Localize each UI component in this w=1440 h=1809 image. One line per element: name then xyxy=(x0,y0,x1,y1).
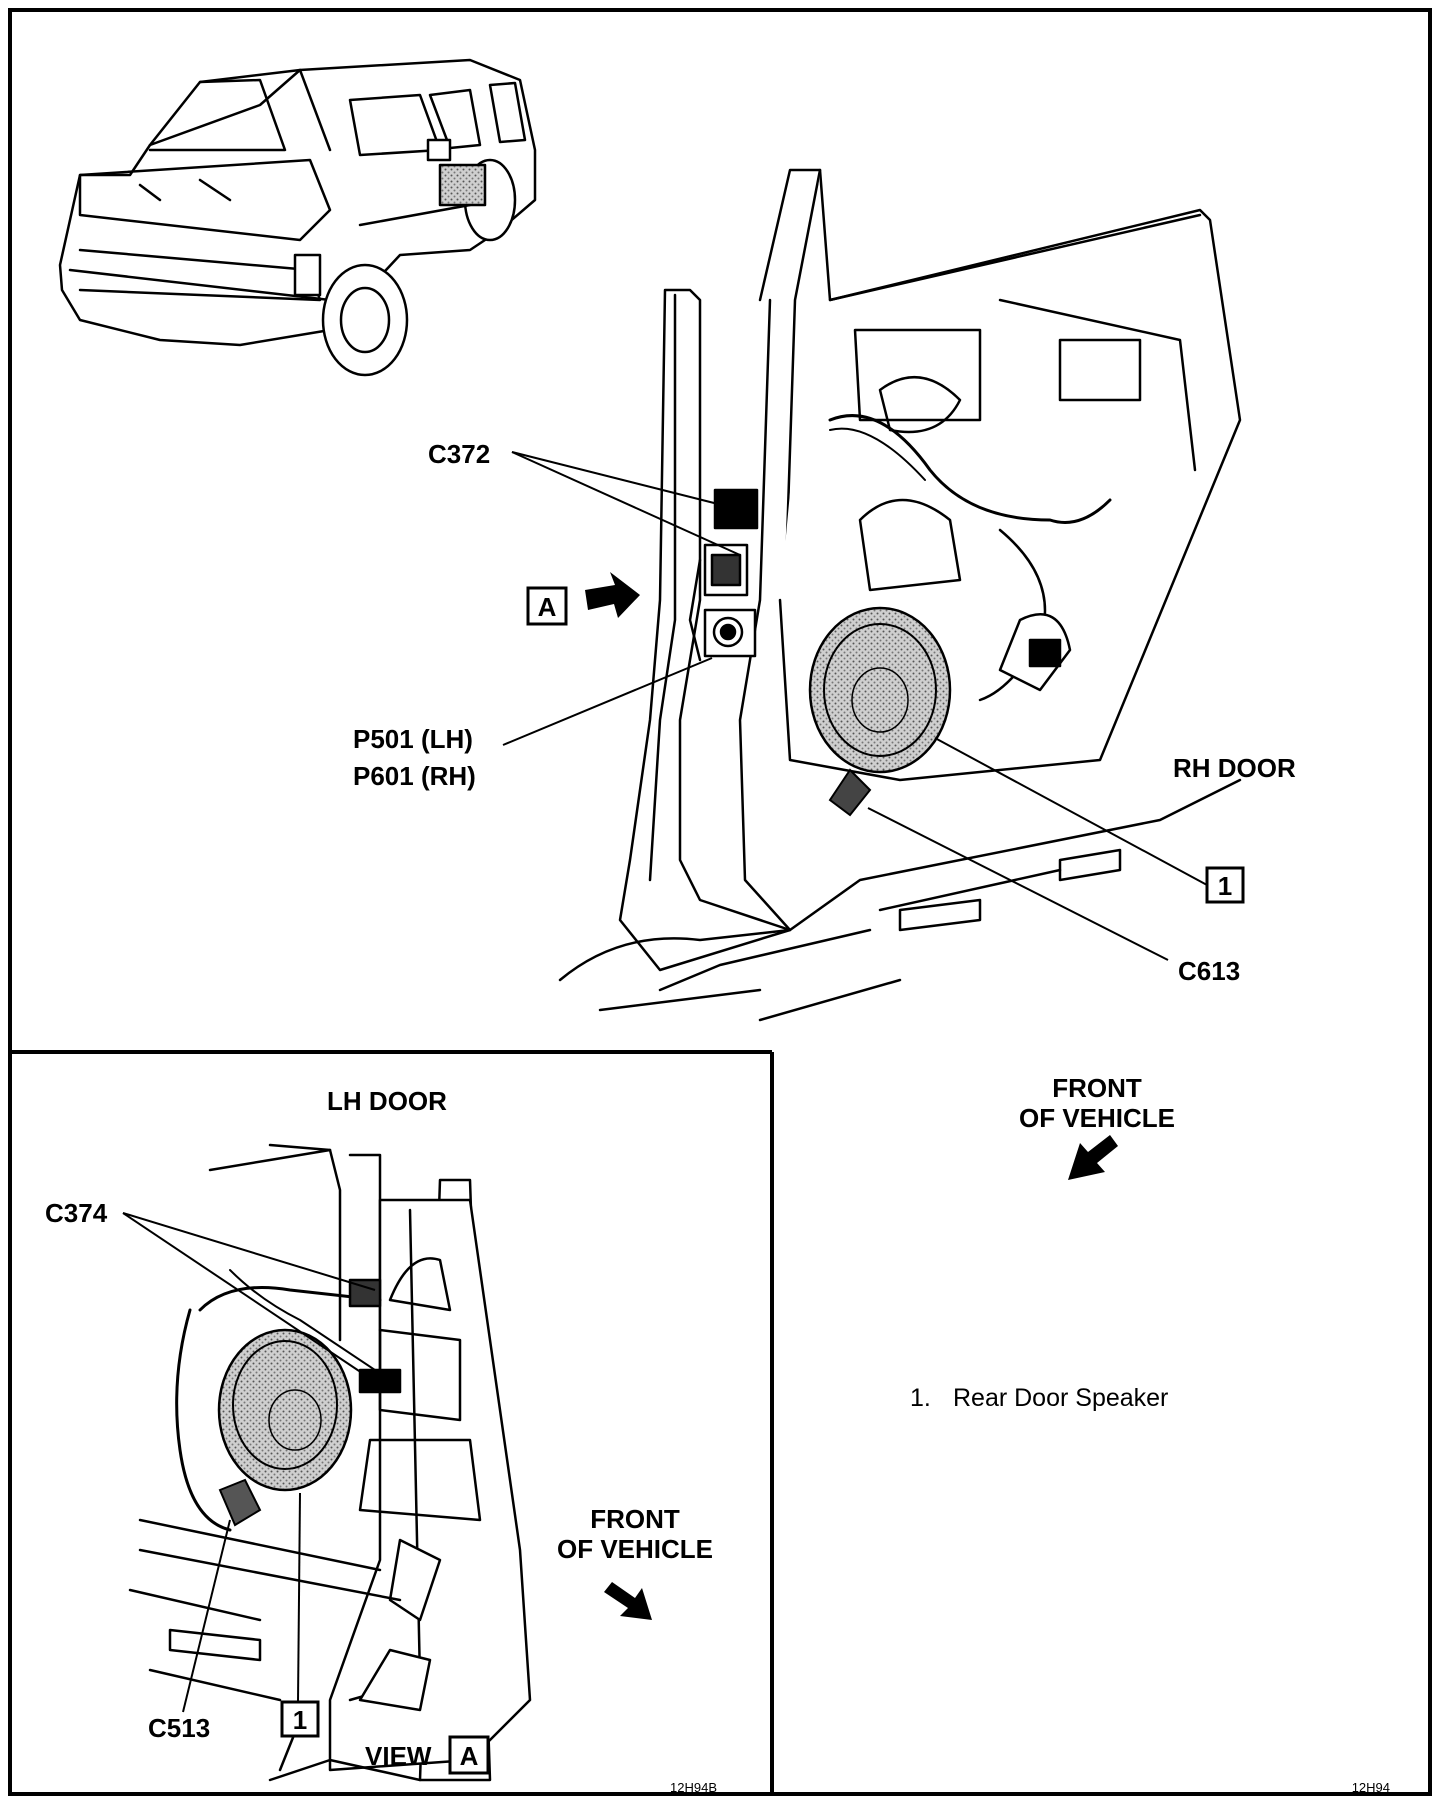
front-of-vehicle-lh-line2: OF VEHICLE xyxy=(557,1534,713,1564)
c513-connector xyxy=(218,1478,262,1527)
lh-door-illustration xyxy=(128,1143,532,1782)
leader-c372-b xyxy=(511,451,741,556)
leader-c372-a xyxy=(511,451,723,506)
view-a-marker: A xyxy=(526,572,640,626)
leader-c513 xyxy=(182,1519,231,1713)
leader-c374-a xyxy=(122,1212,376,1291)
legend-item-text: Rear Door Speaker xyxy=(953,1384,1168,1412)
svg-text:1: 1 xyxy=(1218,871,1232,901)
rh-door-illustration xyxy=(558,168,1242,1022)
label-p501: P501 (LH) xyxy=(353,724,473,754)
figure-id-rh: 12H94 xyxy=(1352,1780,1390,1795)
label-c513: C513 xyxy=(148,1713,210,1743)
front-of-vehicle-lh-line1: FRONT xyxy=(590,1504,680,1534)
view-a-marker-label: A xyxy=(538,592,557,622)
svg-text:A: A xyxy=(460,1741,479,1771)
lh-rear-door-speaker xyxy=(217,1328,353,1527)
leader-p501-p601 xyxy=(502,657,713,746)
legend: 1. Rear Door Speaker xyxy=(910,1384,1168,1412)
callout-1-rh: 1 xyxy=(1205,866,1245,904)
rh-rear-door-speaker xyxy=(808,606,952,817)
c613-connector xyxy=(828,768,872,817)
label-view: VIEW xyxy=(365,1741,432,1771)
label-c374: C374 xyxy=(45,1198,108,1228)
front-of-vehicle-rh-line1: FRONT xyxy=(1052,1073,1142,1103)
callout-1-lh: 1 xyxy=(280,1700,320,1738)
label-c372: C372 xyxy=(428,439,490,469)
vehicle-overview xyxy=(58,58,537,377)
label-rh-door: RH DOOR xyxy=(1173,753,1296,783)
front-of-vehicle-rh-line2: OF VEHICLE xyxy=(1019,1103,1175,1133)
svg-text:1: 1 xyxy=(293,1705,307,1735)
figure-id-lh: 12H94B xyxy=(670,1780,717,1795)
label-lh-door: LH DOOR xyxy=(327,1086,447,1116)
leader-c613 xyxy=(867,807,1169,961)
front-arrow-lh-icon xyxy=(604,1582,652,1620)
label-p601: P601 (RH) xyxy=(353,761,476,791)
leader-callout-1-rh xyxy=(934,737,1208,886)
highlighted-rear-door-area xyxy=(438,163,487,207)
view-a-box: A xyxy=(448,1735,490,1775)
label-c613: C613 xyxy=(1178,956,1240,986)
legend-item-number: 1. xyxy=(910,1384,931,1412)
leader-callout-1-lh xyxy=(297,1492,301,1703)
view-a-arrow-icon xyxy=(585,572,640,618)
front-arrow-rh-icon xyxy=(1068,1135,1118,1180)
leader-c374-b xyxy=(122,1212,381,1386)
outer-border xyxy=(8,8,1432,1796)
